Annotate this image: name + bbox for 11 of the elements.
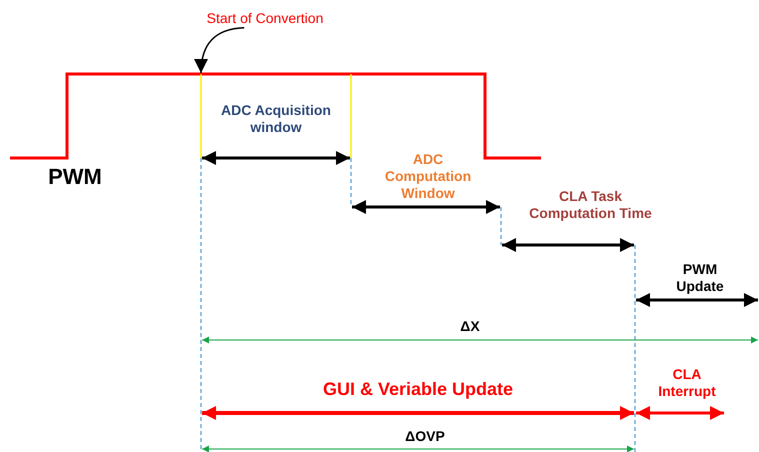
dimension-label: ΔX xyxy=(459,318,481,335)
interval-label: PWM Update xyxy=(675,261,725,295)
interval-label: CLA Interrupt xyxy=(657,366,717,400)
signal-name: PWM xyxy=(47,164,103,190)
dimension-label: ΔOVP xyxy=(404,428,446,445)
interval-label: ADC Computation Window xyxy=(384,151,472,202)
callout-text: Start of Convertion xyxy=(185,10,345,27)
interval-label: GUI & Veriable Update xyxy=(322,379,514,401)
interval-label: CLA Task Computation Time xyxy=(528,188,653,222)
leader-line xyxy=(194,27,244,74)
interval-label: ADC Acquisition window xyxy=(220,102,332,136)
